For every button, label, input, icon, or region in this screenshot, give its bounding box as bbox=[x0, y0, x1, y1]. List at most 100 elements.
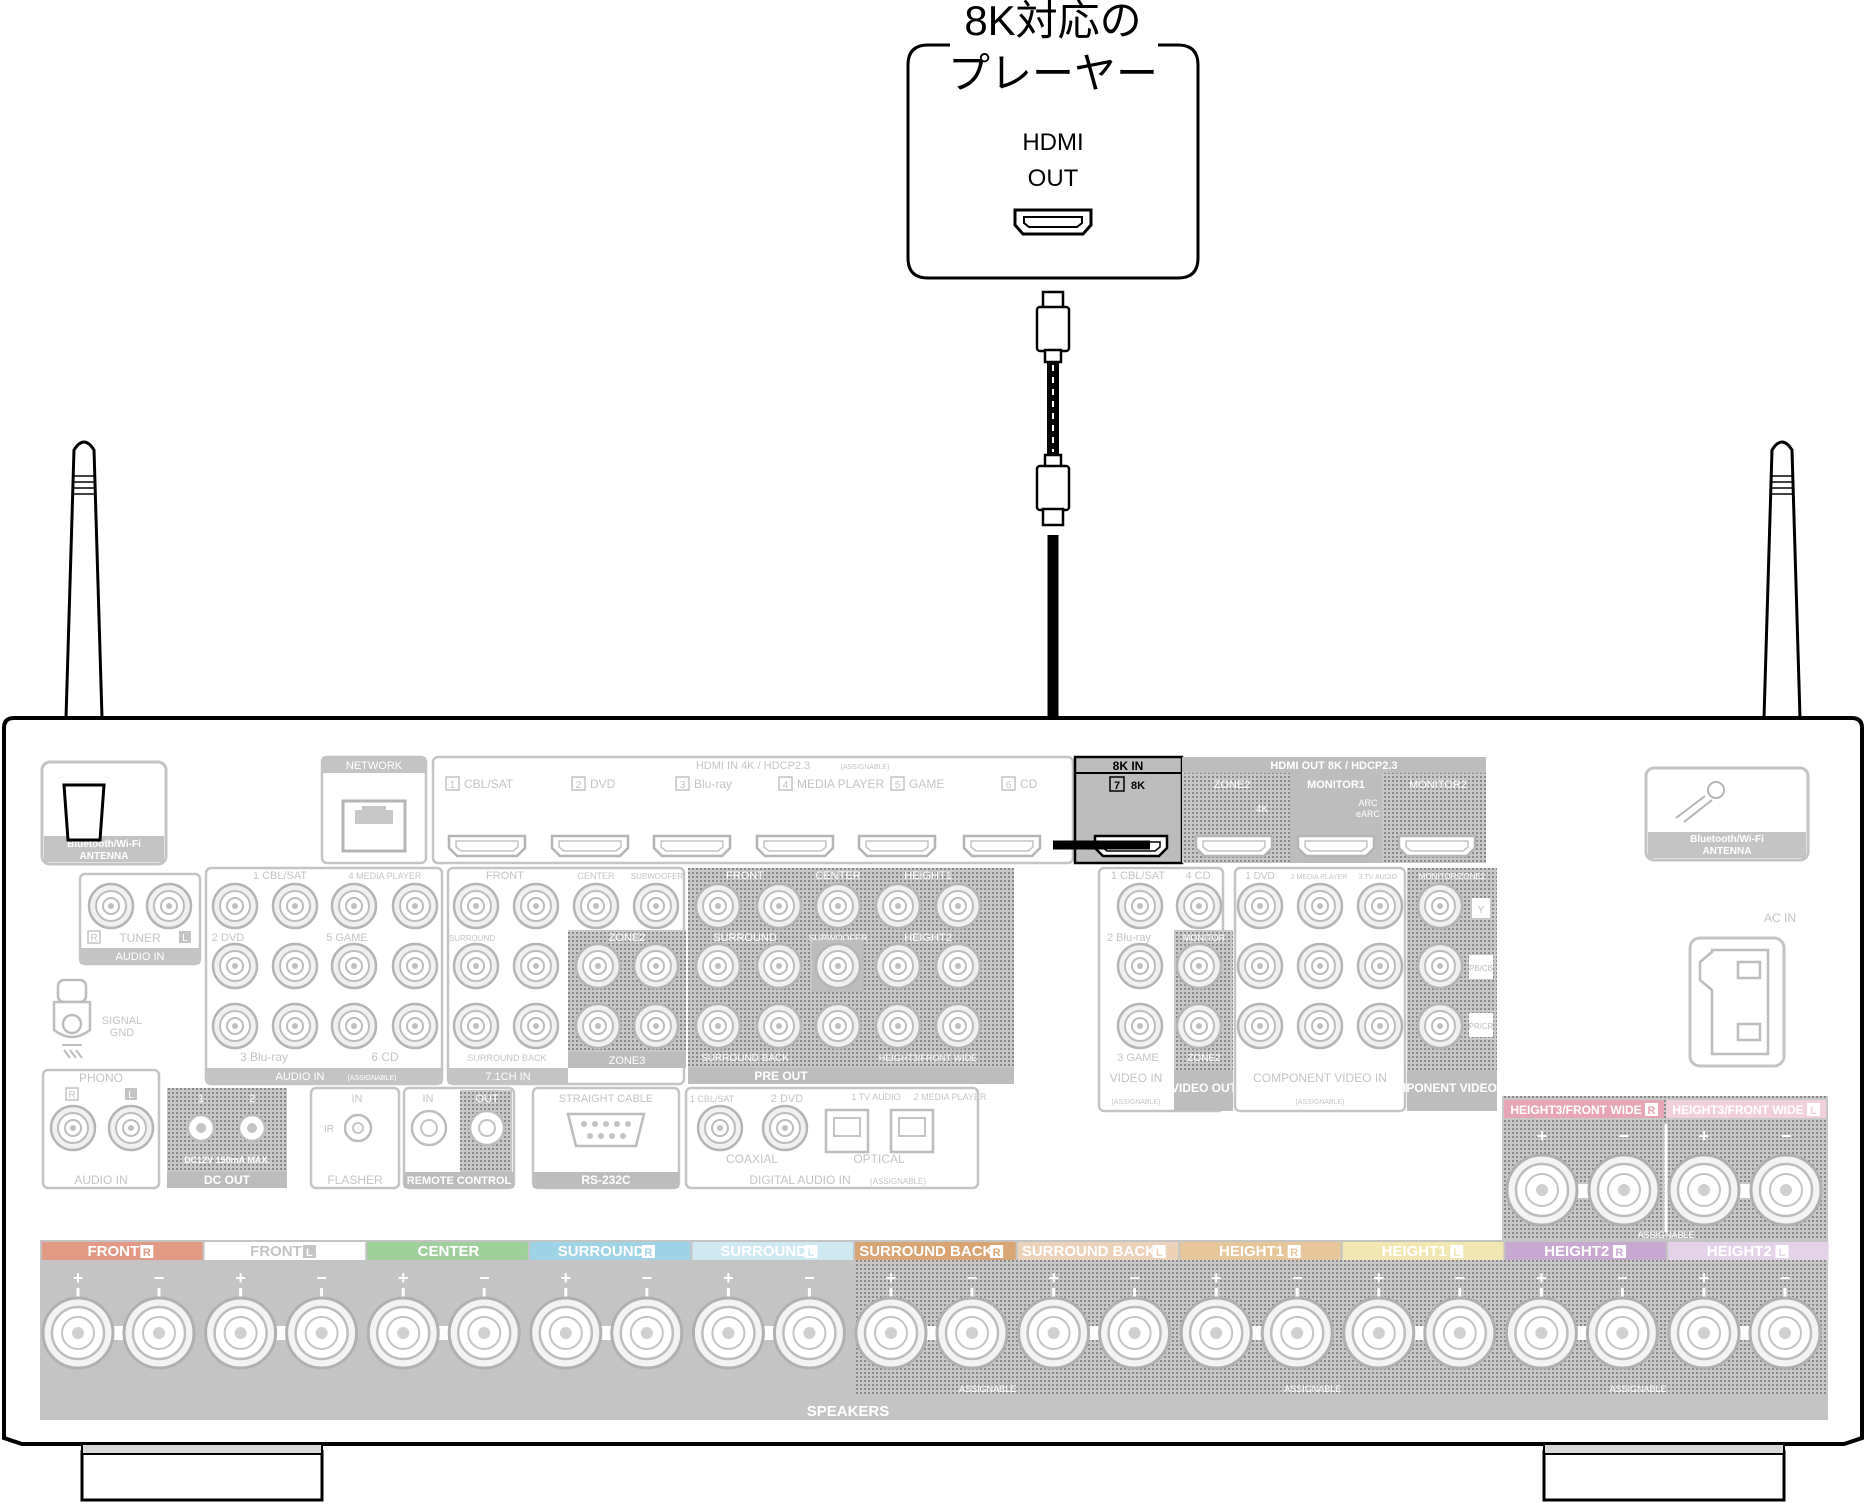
video-jack-4[interactable] bbox=[1116, 1002, 1164, 1050]
component-in-jack-0-0[interactable] bbox=[1236, 882, 1284, 930]
remote-in-jack[interactable] bbox=[410, 1109, 448, 1147]
component-in-jack-0-2[interactable] bbox=[1236, 1002, 1284, 1050]
video-jack-2[interactable] bbox=[1116, 942, 1164, 990]
speaker-terminal-plus-1[interactable] bbox=[204, 1296, 278, 1370]
pre-out-jack-0-2[interactable] bbox=[814, 882, 862, 930]
speaker-terminal-minus-3[interactable] bbox=[610, 1296, 684, 1370]
component-in-jack-2-2[interactable] bbox=[1356, 1002, 1404, 1050]
speaker-terminal-minus-5[interactable] bbox=[935, 1296, 1009, 1370]
zone-pre-jack-0[interactable] bbox=[574, 942, 622, 990]
pre-out-jack-2-3[interactable] bbox=[874, 1002, 922, 1050]
ac-in-socket[interactable]: AC IN bbox=[1688, 911, 1796, 1068]
pre-out-jack-1-2[interactable] bbox=[814, 942, 862, 990]
pre-out-jack-1-3[interactable] bbox=[874, 942, 922, 990]
tuner-jack-l[interactable] bbox=[145, 882, 193, 930]
speaker-terminal-plus-3[interactable] bbox=[529, 1296, 603, 1370]
phono-jack-l[interactable] bbox=[107, 1104, 155, 1152]
speaker-terminal-minus-2[interactable] bbox=[447, 1296, 521, 1370]
speaker-terminal-minus-0[interactable] bbox=[122, 1296, 196, 1370]
ch71-jack-4[interactable] bbox=[452, 942, 500, 990]
video-jack-1[interactable] bbox=[1175, 882, 1223, 930]
component-out-jack-0[interactable] bbox=[1416, 882, 1464, 930]
antenna-right-base[interactable]: Bluetooth/Wi-Fi ANTENNA bbox=[1644, 766, 1810, 862]
coaxial-jack-2[interactable] bbox=[761, 1104, 809, 1152]
hdmi-in-port-5[interactable] bbox=[857, 834, 937, 858]
audio-in-jack-1-0[interactable] bbox=[211, 942, 259, 990]
height3-terminal-plus-1[interactable] bbox=[1667, 1153, 1741, 1227]
speaker-terminal-minus-8[interactable] bbox=[1423, 1296, 1497, 1370]
dc-out-jack-2[interactable] bbox=[237, 1113, 267, 1143]
speaker-terminal-plus-2[interactable] bbox=[366, 1296, 440, 1370]
audio-in-jack-2-0[interactable] bbox=[211, 1002, 259, 1050]
signal-gnd-terminal[interactable]: SIGNAL GND bbox=[52, 978, 142, 1059]
component-in-jack-2-1[interactable] bbox=[1356, 942, 1404, 990]
speaker-terminal-minus-10[interactable] bbox=[1748, 1296, 1822, 1370]
component-in-jack-1-2[interactable] bbox=[1296, 1002, 1344, 1050]
audio-in-jack-0-3[interactable] bbox=[391, 882, 439, 930]
component-in-jack-1-0[interactable] bbox=[1296, 882, 1344, 930]
optical-port-2[interactable] bbox=[889, 1108, 935, 1154]
hdmi-in-port-6[interactable] bbox=[962, 834, 1042, 858]
speaker-terminal-plus-6[interactable] bbox=[1017, 1296, 1091, 1370]
ch71-jack-5[interactable] bbox=[512, 942, 560, 990]
speaker-terminal-minus-1[interactable] bbox=[285, 1296, 359, 1370]
hdmi-in-port-3[interactable] bbox=[652, 834, 732, 858]
audio-in-jack-1-2[interactable] bbox=[330, 942, 378, 990]
ch71-jack-2[interactable] bbox=[572, 882, 620, 930]
speaker-terminal-plus-0[interactable] bbox=[41, 1296, 115, 1370]
audio-in-jack-0-1[interactable] bbox=[271, 882, 319, 930]
pre-out-jack-0-3[interactable] bbox=[874, 882, 922, 930]
audio-in-jack-2-1[interactable] bbox=[271, 1002, 319, 1050]
video-jack-3[interactable] bbox=[1175, 942, 1223, 990]
component-out-jack-2[interactable] bbox=[1416, 1002, 1464, 1050]
flasher-jack[interactable] bbox=[343, 1113, 373, 1143]
component-in-jack-0-1[interactable] bbox=[1236, 942, 1284, 990]
pre-out-jack-2-1[interactable] bbox=[755, 1002, 803, 1050]
pre-out-jack-1-0[interactable] bbox=[694, 942, 742, 990]
video-jack-0[interactable] bbox=[1116, 882, 1164, 930]
speaker-terminal-minus-9[interactable] bbox=[1585, 1296, 1659, 1370]
speaker-terminal-minus-7[interactable] bbox=[1260, 1296, 1334, 1370]
antenna-left-base[interactable]: Bluetooth/Wi-Fi ANTENNA bbox=[40, 760, 168, 866]
rs232c-port[interactable] bbox=[566, 1112, 646, 1148]
speaker-terminal-plus-9[interactable] bbox=[1504, 1296, 1578, 1370]
pre-out-jack-1-4[interactable] bbox=[934, 942, 982, 990]
dc-out-jack-1[interactable] bbox=[186, 1113, 216, 1143]
hdmi-in-port-4[interactable] bbox=[755, 834, 835, 858]
hdmi-in-port-2[interactable] bbox=[550, 834, 630, 858]
speaker-terminal-plus-5[interactable] bbox=[854, 1296, 928, 1370]
component-in-jack-2-0[interactable] bbox=[1356, 882, 1404, 930]
speaker-terminal-plus-7[interactable] bbox=[1179, 1296, 1253, 1370]
audio-in-jack-0-0[interactable] bbox=[211, 882, 259, 930]
ch71-jack-1[interactable] bbox=[512, 882, 560, 930]
video-jack-5[interactable] bbox=[1175, 1002, 1223, 1050]
pre-out-jack-1-1[interactable] bbox=[755, 942, 803, 990]
optical-port-1[interactable] bbox=[824, 1108, 870, 1154]
hdmi-out-zone2-port[interactable] bbox=[1194, 834, 1274, 858]
component-in-jack-1-1[interactable] bbox=[1296, 942, 1344, 990]
hdmi-out-monitor1-port[interactable] bbox=[1296, 834, 1376, 858]
network-section[interactable]: NETWORK bbox=[320, 755, 428, 865]
audio-in-jack-2-3[interactable] bbox=[391, 1002, 439, 1050]
speaker-terminal-minus-4[interactable] bbox=[772, 1296, 846, 1370]
audio-in-jack-1-3[interactable] bbox=[391, 942, 439, 990]
ch71-jack-3[interactable] bbox=[632, 882, 680, 930]
zone-pre-jack-1[interactable] bbox=[632, 942, 680, 990]
coaxial-jack-1[interactable] bbox=[696, 1104, 744, 1152]
ch71-jack-7[interactable] bbox=[512, 1002, 560, 1050]
pre-out-jack-0-0[interactable] bbox=[694, 882, 742, 930]
pre-out-jack-0-1[interactable] bbox=[755, 882, 803, 930]
pre-out-jack-2-4[interactable] bbox=[934, 1002, 982, 1050]
audio-in-jack-1-1[interactable] bbox=[271, 942, 319, 990]
pre-out-jack-2-0[interactable] bbox=[694, 1002, 742, 1050]
phono-jack-r[interactable] bbox=[49, 1104, 97, 1152]
zone-pre-jack-3[interactable] bbox=[632, 1002, 680, 1050]
component-out-jack-1[interactable] bbox=[1416, 942, 1464, 990]
tuner-jack-r[interactable] bbox=[87, 882, 135, 930]
pre-out-jack-0-4[interactable] bbox=[934, 882, 982, 930]
pre-out-jack-2-2[interactable] bbox=[814, 1002, 862, 1050]
speaker-terminal-minus-6[interactable] bbox=[1098, 1296, 1172, 1370]
speaker-terminal-plus-8[interactable] bbox=[1342, 1296, 1416, 1370]
audio-in-jack-2-2[interactable] bbox=[330, 1002, 378, 1050]
audio-in-jack-0-2[interactable] bbox=[330, 882, 378, 930]
